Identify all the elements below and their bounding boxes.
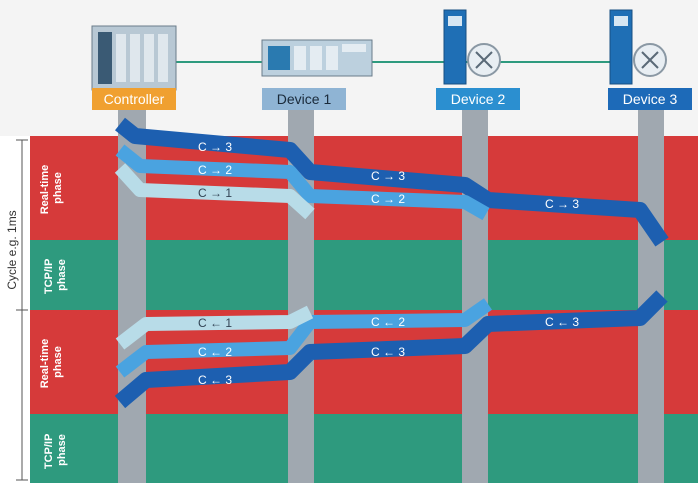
column-device-2 [462,100,488,483]
phase-label-tcpip-2: TCP/IP phase [43,431,68,469]
device-1-label: Device 1 [277,91,332,107]
phase-band-realtime-1 [0,136,698,240]
msg-c-to-2-a: C → 2 [198,163,232,177]
msg-c-to-1: C → 1 [198,186,232,200]
msg-c-to-3-a: C → 3 [198,140,232,154]
msg-c-to-3-c: C → 3 [545,197,579,211]
controller-label: Controller [104,91,165,107]
msg-from-2-b: C ← 2 [371,315,405,329]
msg-from-2-a: C ← 2 [198,345,232,359]
column-device-3 [638,100,664,483]
device-1-icon [262,40,372,76]
controller-icon [92,26,176,90]
msg-c-to-3-b: C → 3 [371,169,405,183]
msg-from-3-b: C ← 3 [371,345,405,359]
cycle-label: Cycle e.g. 1ms [5,210,19,289]
msg-from-1: C ← 1 [198,316,232,330]
phase-band-tcpip-1 [0,240,698,310]
msg-from-3-a: C ← 3 [198,373,232,387]
device-3-label: Device 3 [623,91,678,107]
phase-label-tcpip-1: TCP/IP phase [43,256,68,294]
device-2-label: Device 2 [451,91,506,107]
msg-from-3-c: C ← 3 [545,315,579,329]
msg-c-to-2-b: C → 2 [371,192,405,206]
phase-band-tcpip-2 [0,414,698,483]
